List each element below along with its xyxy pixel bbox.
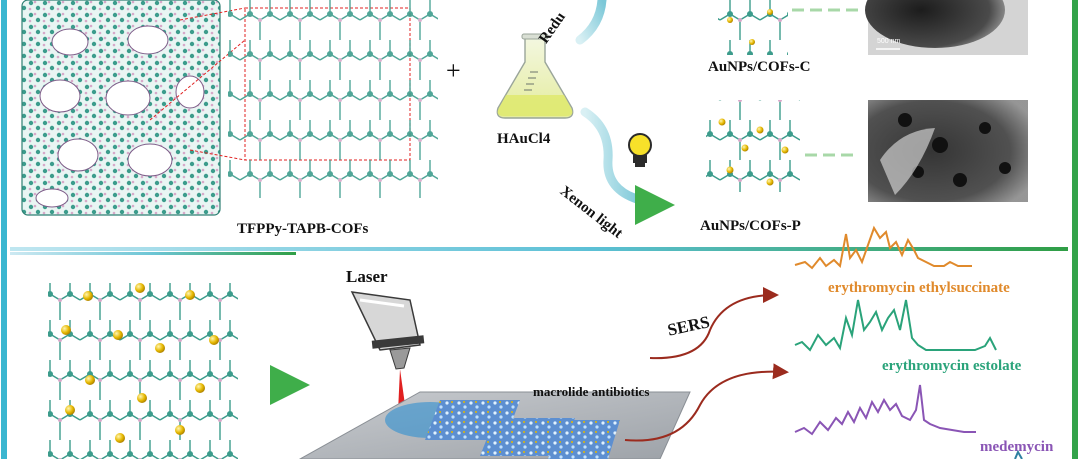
spectrum-label-ethylsuccinate: erythromycin ethylsuccinate <box>828 280 1010 296</box>
sers-arrow-upper <box>649 287 779 360</box>
spectrum-partial <box>1014 449 1023 459</box>
tem-image-c <box>865 0 1028 55</box>
cof-name-underline <box>10 252 296 255</box>
lightbulb-icon <box>628 133 652 167</box>
tem-scale-bar-label: 500 nm <box>877 38 901 45</box>
aunps-lattice-structure <box>48 283 238 459</box>
tem-image-p <box>868 100 1028 202</box>
sers-substrate <box>298 391 691 459</box>
spectrum-erythromycin-estolate <box>794 299 997 352</box>
product-p-label: AuNPs/COFs-P <box>700 218 801 234</box>
cof-porous-block <box>21 0 221 216</box>
frame-left-bar <box>1 0 7 459</box>
spectrum-label-estolate: erythromycin estolate <box>882 358 1022 374</box>
spectrum-erythromycin-ethylsuccinate <box>794 225 972 270</box>
frame-right-bar <box>1072 0 1078 459</box>
flask-icon <box>496 33 574 119</box>
sers-arrow-lower <box>624 363 789 442</box>
aunps-cofs-p-structure <box>706 100 800 192</box>
plus-sign: + <box>446 56 461 85</box>
reduction-arrow <box>575 0 607 45</box>
product-c-label: AuNPs/COFs-C <box>708 59 811 75</box>
cof-lattice-structure <box>228 0 438 198</box>
laser-label: Laser <box>346 267 388 286</box>
spectrum-label-medemycin: medemycin <box>980 439 1054 455</box>
section-divider <box>10 247 1068 251</box>
substrate-label: macrolide antibiotics <box>533 384 650 399</box>
light-arrow-curve <box>580 107 645 205</box>
cof-name-label: TFPPy-TAPB-COFs <box>237 221 369 237</box>
aunps-cofs-c-structure <box>718 0 788 55</box>
spectrum-medemycin <box>794 384 976 436</box>
reagent-label: HAuCl4 <box>497 131 551 147</box>
laser-device-icon <box>350 291 425 370</box>
